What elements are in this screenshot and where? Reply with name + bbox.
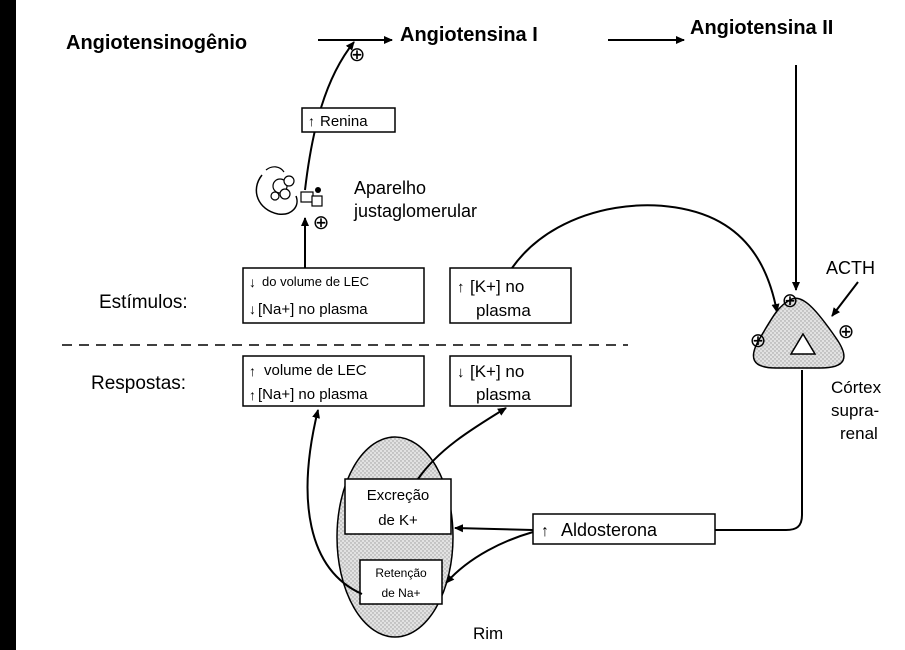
responses-label: Respostas: [91,373,186,394]
adrenal-label-line2: supra- [831,401,879,420]
response-potassium-line1: [K+] no [470,362,524,381]
sodium-retention-line1: Retenção [375,566,427,580]
acth-label: ACTH [826,258,875,278]
up-arrow-icon: ↑ [249,363,256,379]
arrow-aldosterone-to-retention [446,532,533,583]
kidney-shape [337,437,453,637]
apparatus-label-line1: Aparelho [354,178,426,198]
down-arrow-icon: ↓ [249,301,256,317]
stimulus-potassium-line1: [K+] no [470,277,524,296]
apparatus-plus-symbol: ⊕ [313,212,330,234]
aldosterone-label: Aldosterona [561,520,658,540]
apparatus-label-line2: justaglomerular [353,201,477,221]
sodium-retention-line2: de Na+ [381,586,420,600]
stimulus-volume-line1: do volume de LEC [262,274,369,289]
angiotensin-2-label: Angiotensina II [690,17,833,39]
stimuli-label: Estímulos: [99,292,188,313]
adrenal-cortex-shape [753,298,843,368]
angiotensinogen-label: Angiotensinogênio [66,32,247,54]
stimulus-volume-line2: [Na+] no plasma [258,301,368,318]
glomerulus-icon [256,167,322,214]
response-volume-line2: [Na+] no plasma [258,386,368,403]
angiotensin-1-label: Angiotensina I [400,24,538,46]
renin-label: Renina [320,113,368,130]
stimulus-potassium-line2: plasma [476,301,531,320]
potassium-excretion-line2: de K+ [378,512,418,529]
arrow-aldosterone-to-excretion [455,528,533,530]
response-potassium-line2: plasma [476,385,531,404]
up-arrow-icon: ↑ [249,387,256,403]
down-arrow-icon: ↓ [249,274,256,290]
potassium-excretion-line1: Excreção [367,487,430,504]
line-adrenal-to-aldosterone [715,370,802,530]
down-arrow-icon: ↓ [457,364,465,381]
up-arrow-icon: ↑ [541,523,549,540]
up-arrow-icon: ↑ [308,113,315,129]
kidney-label: Rim [473,624,503,643]
arrow-acth-to-adrenal [832,282,858,316]
adrenal-label-line3: renal [840,424,878,443]
adrenal-plus-top: ⊕ [782,290,799,312]
response-volume-line1: volume de LEC [264,362,367,379]
adrenal-plus-left: ⊕ [750,330,767,352]
up-arrow-icon: ↑ [457,279,465,296]
adrenal-plus-right: ⊕ [838,321,855,343]
adrenal-label-line1: Córtex [831,378,882,397]
